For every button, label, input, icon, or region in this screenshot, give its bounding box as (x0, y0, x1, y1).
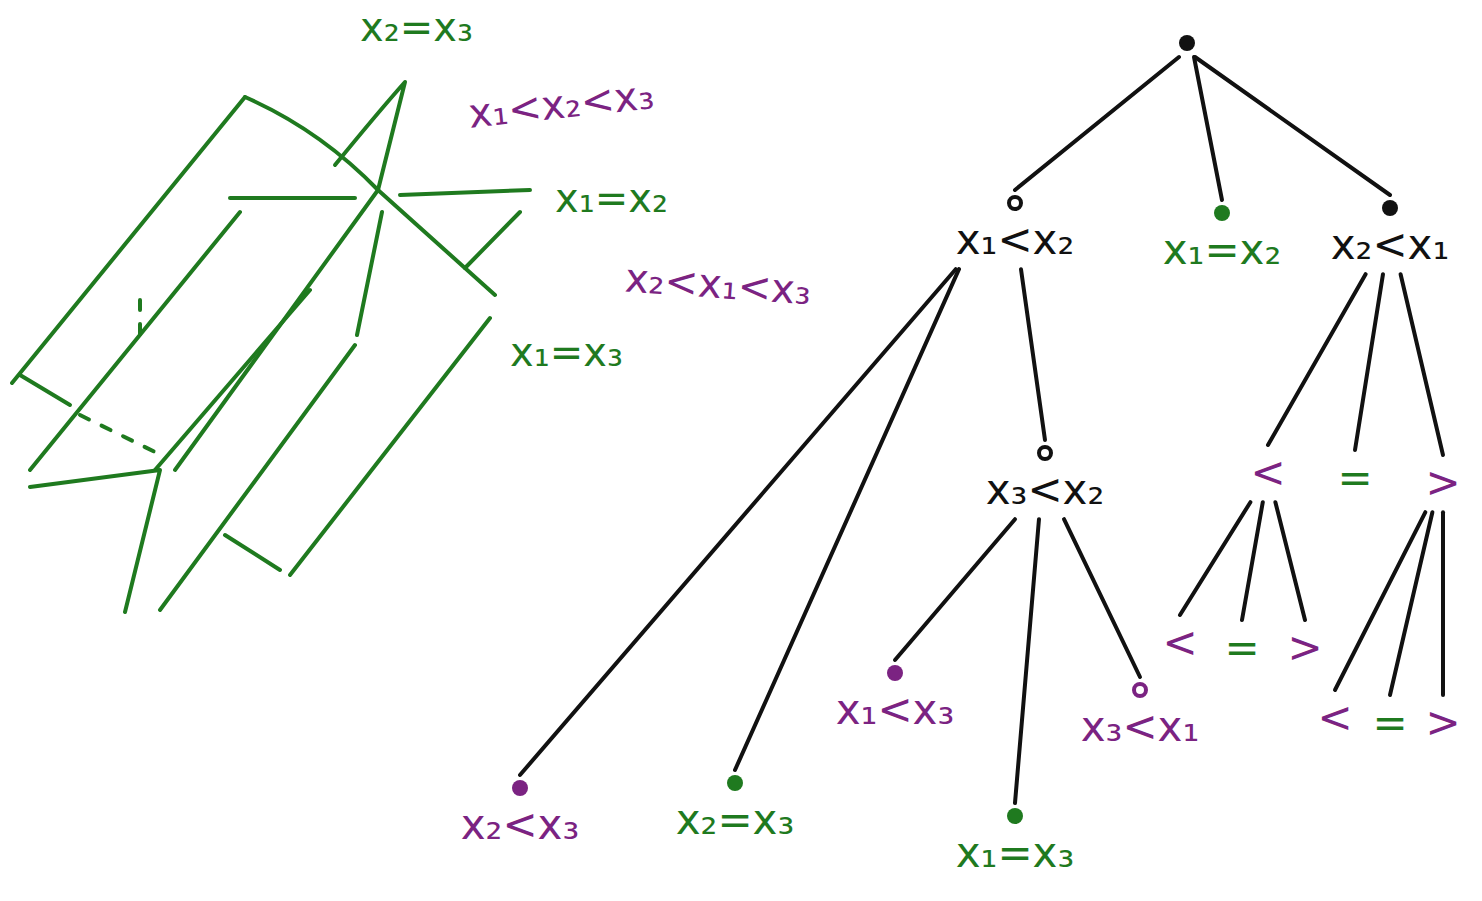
node-label: x₂=x₃ (676, 797, 795, 843)
node-label: x₁=x₂ (1163, 227, 1282, 273)
tree-branch (1015, 57, 1179, 190)
tree-branch (1268, 274, 1366, 445)
node-label: > (1287, 625, 1322, 671)
sketch-line (230, 196, 355, 200)
sketch-line (335, 82, 405, 190)
tree-node: < (1313, 695, 1356, 741)
node-dot (887, 665, 903, 681)
tree-node: = (1368, 700, 1411, 746)
node-label: > (1425, 460, 1460, 506)
sketch-line (12, 97, 245, 383)
node-label: = (1372, 700, 1407, 746)
tree-node: > (1421, 460, 1464, 506)
tree-node: x₂<x₁ (1327, 200, 1454, 268)
node-label: > (1425, 700, 1460, 746)
node-label: x₁<x₂ (956, 217, 1075, 263)
tree-branch (1021, 269, 1045, 440)
region-label: x₁=x₃ (510, 330, 623, 374)
tree-node: = (1333, 455, 1376, 501)
node-dot (1007, 808, 1023, 824)
tree-branch (1441, 512, 1445, 695)
tree-branch (735, 269, 959, 770)
region-label: x₂=x₃ (360, 5, 473, 49)
tree-branch (1355, 274, 1383, 450)
node-dot (727, 775, 743, 791)
tree-branch (895, 519, 1015, 660)
node-label: x₂<x₃ (461, 802, 580, 848)
node-label: x₁<x₃ (836, 687, 955, 733)
sketch-line (225, 318, 490, 575)
sketch-line (160, 212, 382, 610)
sketch-line (378, 190, 495, 295)
node-label: x₃<x₂ (986, 467, 1105, 513)
node-label: x₁=x₃ (956, 830, 1075, 876)
tree-branch (1390, 512, 1432, 695)
tree-branch (1194, 57, 1222, 200)
sketch-line (30, 470, 160, 612)
tree-node: x₃<x₂ (982, 445, 1109, 513)
tree-node: x₃<x₁ (1077, 682, 1204, 750)
sketch-line (20, 375, 70, 405)
tree-node: > (1421, 700, 1464, 746)
tree-branch (1242, 502, 1263, 620)
region-label: x₂<x₁<x₃ (624, 256, 813, 313)
hidden-edge (80, 300, 155, 452)
node-dot (1382, 200, 1398, 216)
tree-node: < (1158, 620, 1201, 666)
tree-node: = (1220, 625, 1263, 671)
node-label: x₃<x₁ (1081, 704, 1200, 750)
tree-branch (1401, 274, 1443, 455)
tree-branch (1195, 57, 1390, 195)
tree-node (1175, 35, 1199, 51)
tree-branch (1064, 519, 1140, 677)
node-dot (1214, 205, 1230, 221)
sketch-line (465, 212, 520, 268)
tree-node: x₁=x₂ (1159, 205, 1286, 273)
node-label: = (1224, 625, 1259, 671)
node-label: x₂<x₁ (1331, 222, 1450, 268)
tree-node: x₁=x₃ (952, 808, 1079, 876)
region-label: x₁<x₂<x₃ (466, 72, 656, 135)
node-label: < (1162, 620, 1197, 666)
node-dot (512, 780, 528, 796)
node-dot (1179, 35, 1195, 51)
sketch-line (245, 97, 378, 190)
tree-branch (1015, 519, 1039, 803)
sketch-line (400, 190, 530, 195)
tree-node: < (1246, 450, 1289, 496)
tree-node: x₁<x₃ (832, 665, 959, 733)
tree-node: x₂<x₃ (457, 780, 584, 848)
node-label: < (1317, 695, 1352, 741)
sketch-line (155, 290, 310, 470)
tree-node: x₁<x₂ (952, 195, 1079, 263)
node-dot (1132, 682, 1148, 698)
node-dot (1007, 195, 1023, 211)
node-dot (1037, 445, 1053, 461)
tree-node: > (1283, 625, 1326, 671)
node-label: = (1337, 455, 1372, 501)
region-label: x₁=x₂ (555, 176, 668, 220)
sketch-line (30, 212, 240, 470)
tree-branch (1275, 502, 1305, 620)
node-label: < (1250, 450, 1285, 496)
tree-node: x₂=x₃ (672, 775, 799, 843)
tree-branch (1180, 502, 1250, 615)
